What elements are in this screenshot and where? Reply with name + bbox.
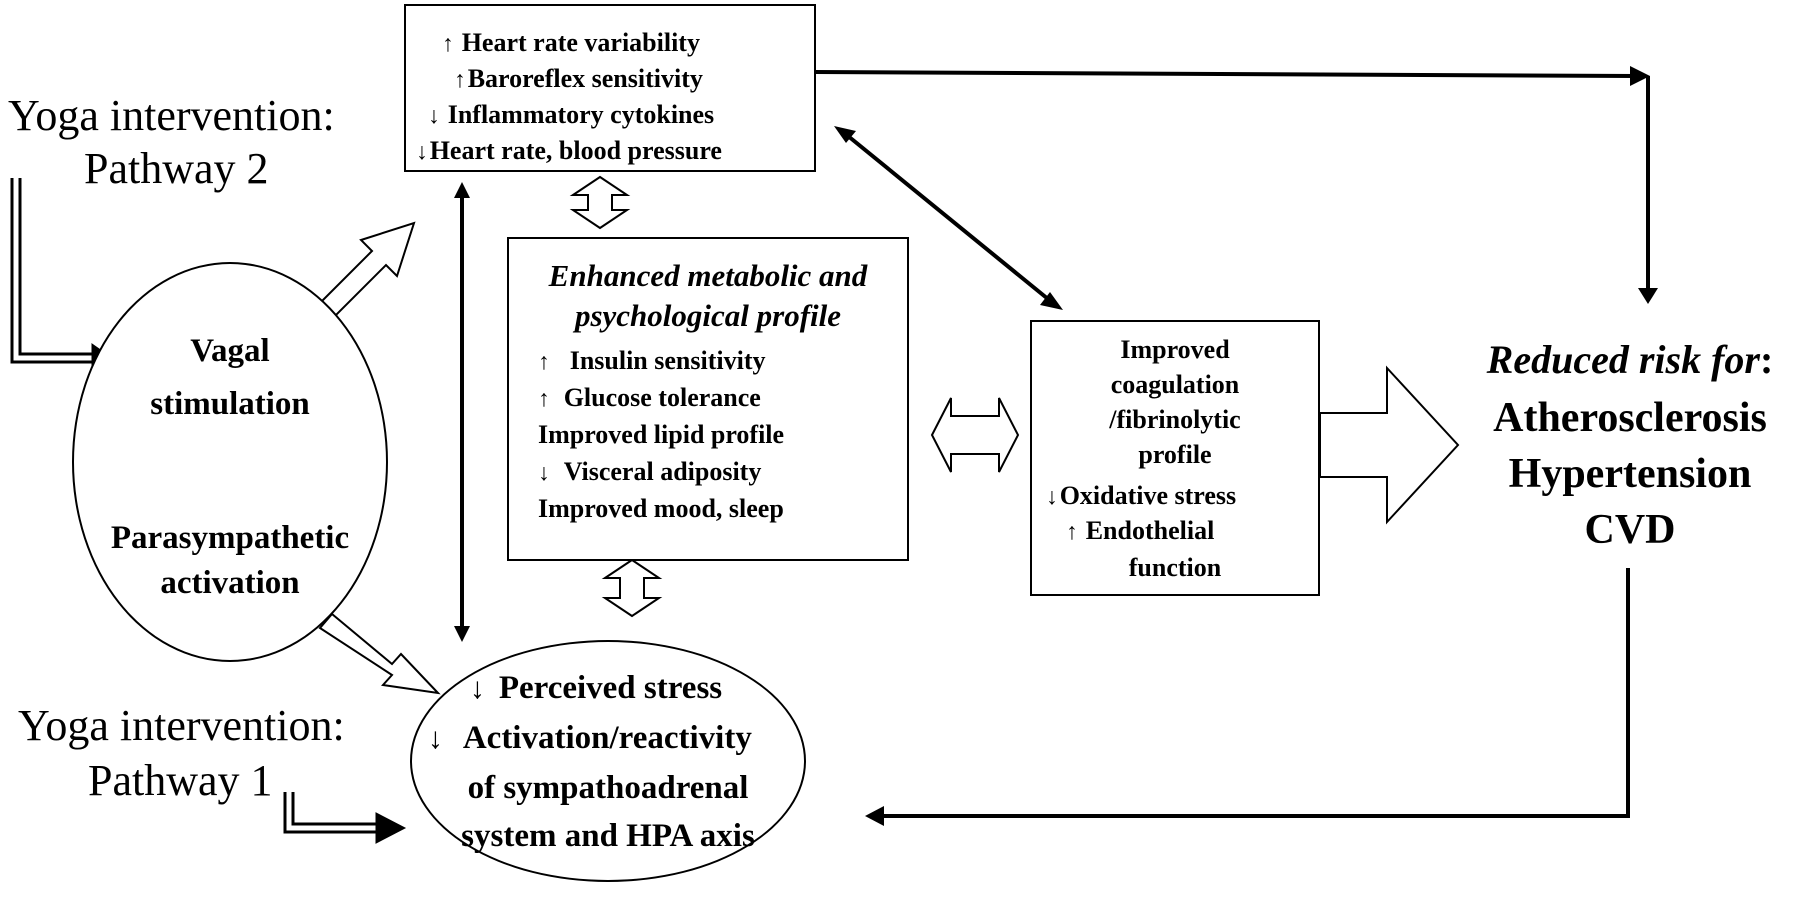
coag-item-oxidative: ↓Oxidative stress [1046, 481, 1237, 510]
stress-line4: system and HPA axis [461, 818, 755, 854]
vagal-stimulation-ellipse [72, 262, 388, 662]
down-arrow-icon: ↓ [538, 460, 550, 486]
metabolic-item-5: Improved mood, sleep [538, 494, 784, 523]
coag-item-endothelial: ↑Endothelial [1066, 516, 1215, 545]
vagal-line1: Vagal [190, 333, 270, 369]
down-arrow-icon: ↓ [428, 723, 443, 755]
outcome-to-stress-feedback-arrow [880, 568, 1630, 818]
down-arrow-icon: ↓ [470, 673, 485, 705]
coag-line2: coagulation [1110, 370, 1240, 399]
up-arrow-icon: ↑ [1066, 519, 1078, 545]
coag-line5: function [1128, 553, 1222, 582]
metabolic-title-line1: Enhanced metabolic and [548, 258, 868, 293]
metabolic-profile-box [507, 237, 909, 561]
stress-item-1: ↓Perceived stress [470, 670, 723, 706]
pathway1-double-arrow [283, 792, 407, 844]
autonomic-item-1: ↑Heart rate variability [442, 28, 700, 57]
coag-line1: Improved [1120, 335, 1230, 364]
autonomic-metabolic-hollow-double-arrow [569, 175, 631, 230]
outcome-cvd: CVD [1584, 507, 1676, 553]
pathway1-label-line2: Pathway 1 [88, 756, 273, 805]
vagal-to-stress-hollow-arrow [318, 612, 441, 695]
up-arrow-icon: ↑ [442, 31, 454, 57]
autonomic-coag-double-arrow [834, 126, 1063, 310]
stress-line3: of sympathoadrenal [467, 770, 749, 806]
coag-line3: /fibrinolytic [1109, 405, 1241, 434]
autonomic-item-3: ↓Inflammatory cytokines [428, 100, 715, 129]
outcome-heading: Reduced risk for: [1486, 337, 1774, 382]
coag-to-outcome-hollow-arrow [1319, 365, 1460, 525]
pathway1-label-line1: Yoga intervention: [18, 701, 345, 750]
up-arrow-icon: ↑ [454, 67, 466, 93]
stress-reactivity-ellipse [410, 640, 806, 882]
autonomic-stress-double-arrow [454, 182, 470, 642]
coag-line4: profile [1138, 440, 1212, 469]
metabolic-item-2: ↑Glucose tolerance [538, 383, 761, 412]
pathway2-label-line1: Yoga intervention: [8, 91, 335, 140]
metabolic-stress-hollow-double-arrow [601, 558, 663, 618]
metabolic-title-line2: psychological profile [574, 298, 842, 333]
pathway2-label-line2: Pathway 2 [84, 144, 269, 193]
metabolic-item-1: ↑Insulin sensitivity [538, 346, 766, 375]
autonomic-effects-box [404, 4, 816, 172]
down-arrow-icon: ↓ [428, 103, 440, 129]
autonomic-to-outcome-arrow [814, 70, 1650, 290]
autonomic-item-4: ↓Heart rate, blood pressure [416, 136, 722, 165]
coagulation-profile-box [1030, 320, 1320, 596]
stress-item-2: ↓Activation/reactivity [428, 720, 752, 756]
metabolic-coag-hollow-double-arrow [930, 397, 1020, 473]
up-arrow-icon: ↑ [538, 349, 550, 375]
up-arrow-icon: ↑ [538, 386, 550, 412]
down-arrow-icon: ↓ [416, 139, 428, 165]
outcome-hypertension: Hypertension [1508, 451, 1752, 497]
down-arrow-icon: ↓ [1046, 484, 1058, 510]
vagal-line4: activation [160, 565, 300, 601]
vagal-line2: stimulation [150, 386, 310, 422]
autonomic-item-2: ↑Baroreflex sensitivity [454, 64, 703, 93]
outcome-atherosclerosis: Atherosclerosis [1493, 395, 1767, 441]
vagal-line3: Parasympathetic [110, 520, 350, 556]
metabolic-item-4: ↓Visceral adiposity [538, 457, 762, 486]
metabolic-item-3: Improved lipid profile [538, 420, 785, 449]
